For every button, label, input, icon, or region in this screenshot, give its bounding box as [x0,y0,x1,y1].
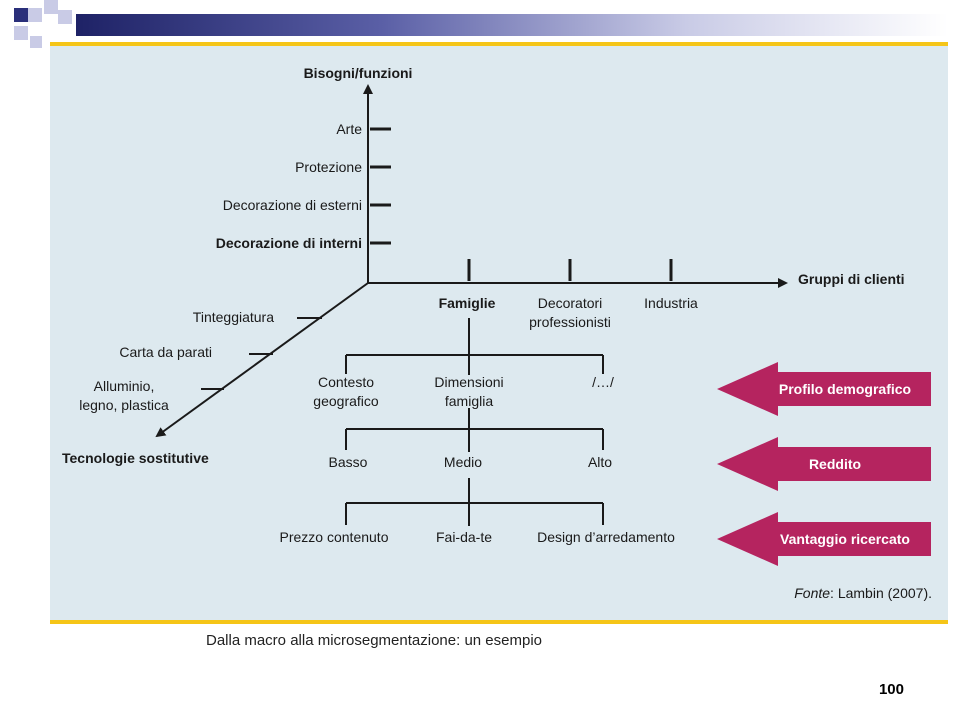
customer-label-industria: Industria [644,295,698,311]
corner-square [14,26,28,40]
diagonal-axis [155,282,369,438]
header-gradient-band [76,14,948,36]
segment-label-contesto: Contesto [318,374,374,390]
criterion-arrow-vantaggio [717,512,931,566]
tech-label-tinteggiatura: Tinteggiatura [193,309,274,325]
segment-label-fai-da-te: Fai-da-te [436,529,492,545]
segment-label-dimensioni: Dimensioni [434,374,503,390]
customer-label-decoratori: Decoratori [538,295,603,311]
segment-label-basso: Basso [329,454,368,470]
customer-label-famiglie: Famiglie [439,295,496,311]
corner-square [58,10,72,24]
source-note: Fonte: Lambin (2007). [794,585,932,601]
tech-label-alluminio: Alluminio, [94,378,155,394]
segment-label-famiglia: famiglia [445,393,493,409]
corner-square [44,0,58,14]
customer-label-professionisti: professionisti [529,314,611,330]
criterion-label-profilo: Profilo demografico [779,381,911,397]
need-label-esterni: Decorazione di esterni [223,197,362,213]
segment-label-geografico: geografico [313,393,379,409]
segment-label-etc: /…/ [592,374,614,390]
criterion-label-reddito: Reddito [809,456,861,472]
tech-label-carta: Carta da parati [119,344,212,360]
figure-caption: Dalla macro alla microsegmentazione: un … [206,632,542,649]
criterion-arrow-profilo [717,362,931,416]
need-label-arte: Arte [336,121,362,137]
segment-label-medio: Medio [444,454,482,470]
criterion-label-vantaggio: Vantaggio ricercato [780,531,910,547]
segment-label-prezzo: Prezzo contenuto [280,529,389,545]
corner-square [14,8,28,22]
tech-label-legno: legno, plastica [79,397,169,413]
corner-square [30,36,42,48]
axis-label-diagonal: Tecnologie sostitutive [62,450,209,466]
corner-square [28,8,42,22]
segment-label-design: Design d’arredamento [537,529,675,545]
axis-label-horizontal: Gruppi di clienti [798,271,905,287]
segment-label-alto: Alto [588,454,612,470]
criterion-arrow-reddito [717,437,931,491]
page-number: 100 [878,681,904,698]
need-label-interni: Decorazione di interni [216,235,362,251]
axis-label-vertical: Bisogni/funzioni [304,65,413,81]
need-label-protezione: Protezione [295,159,362,175]
